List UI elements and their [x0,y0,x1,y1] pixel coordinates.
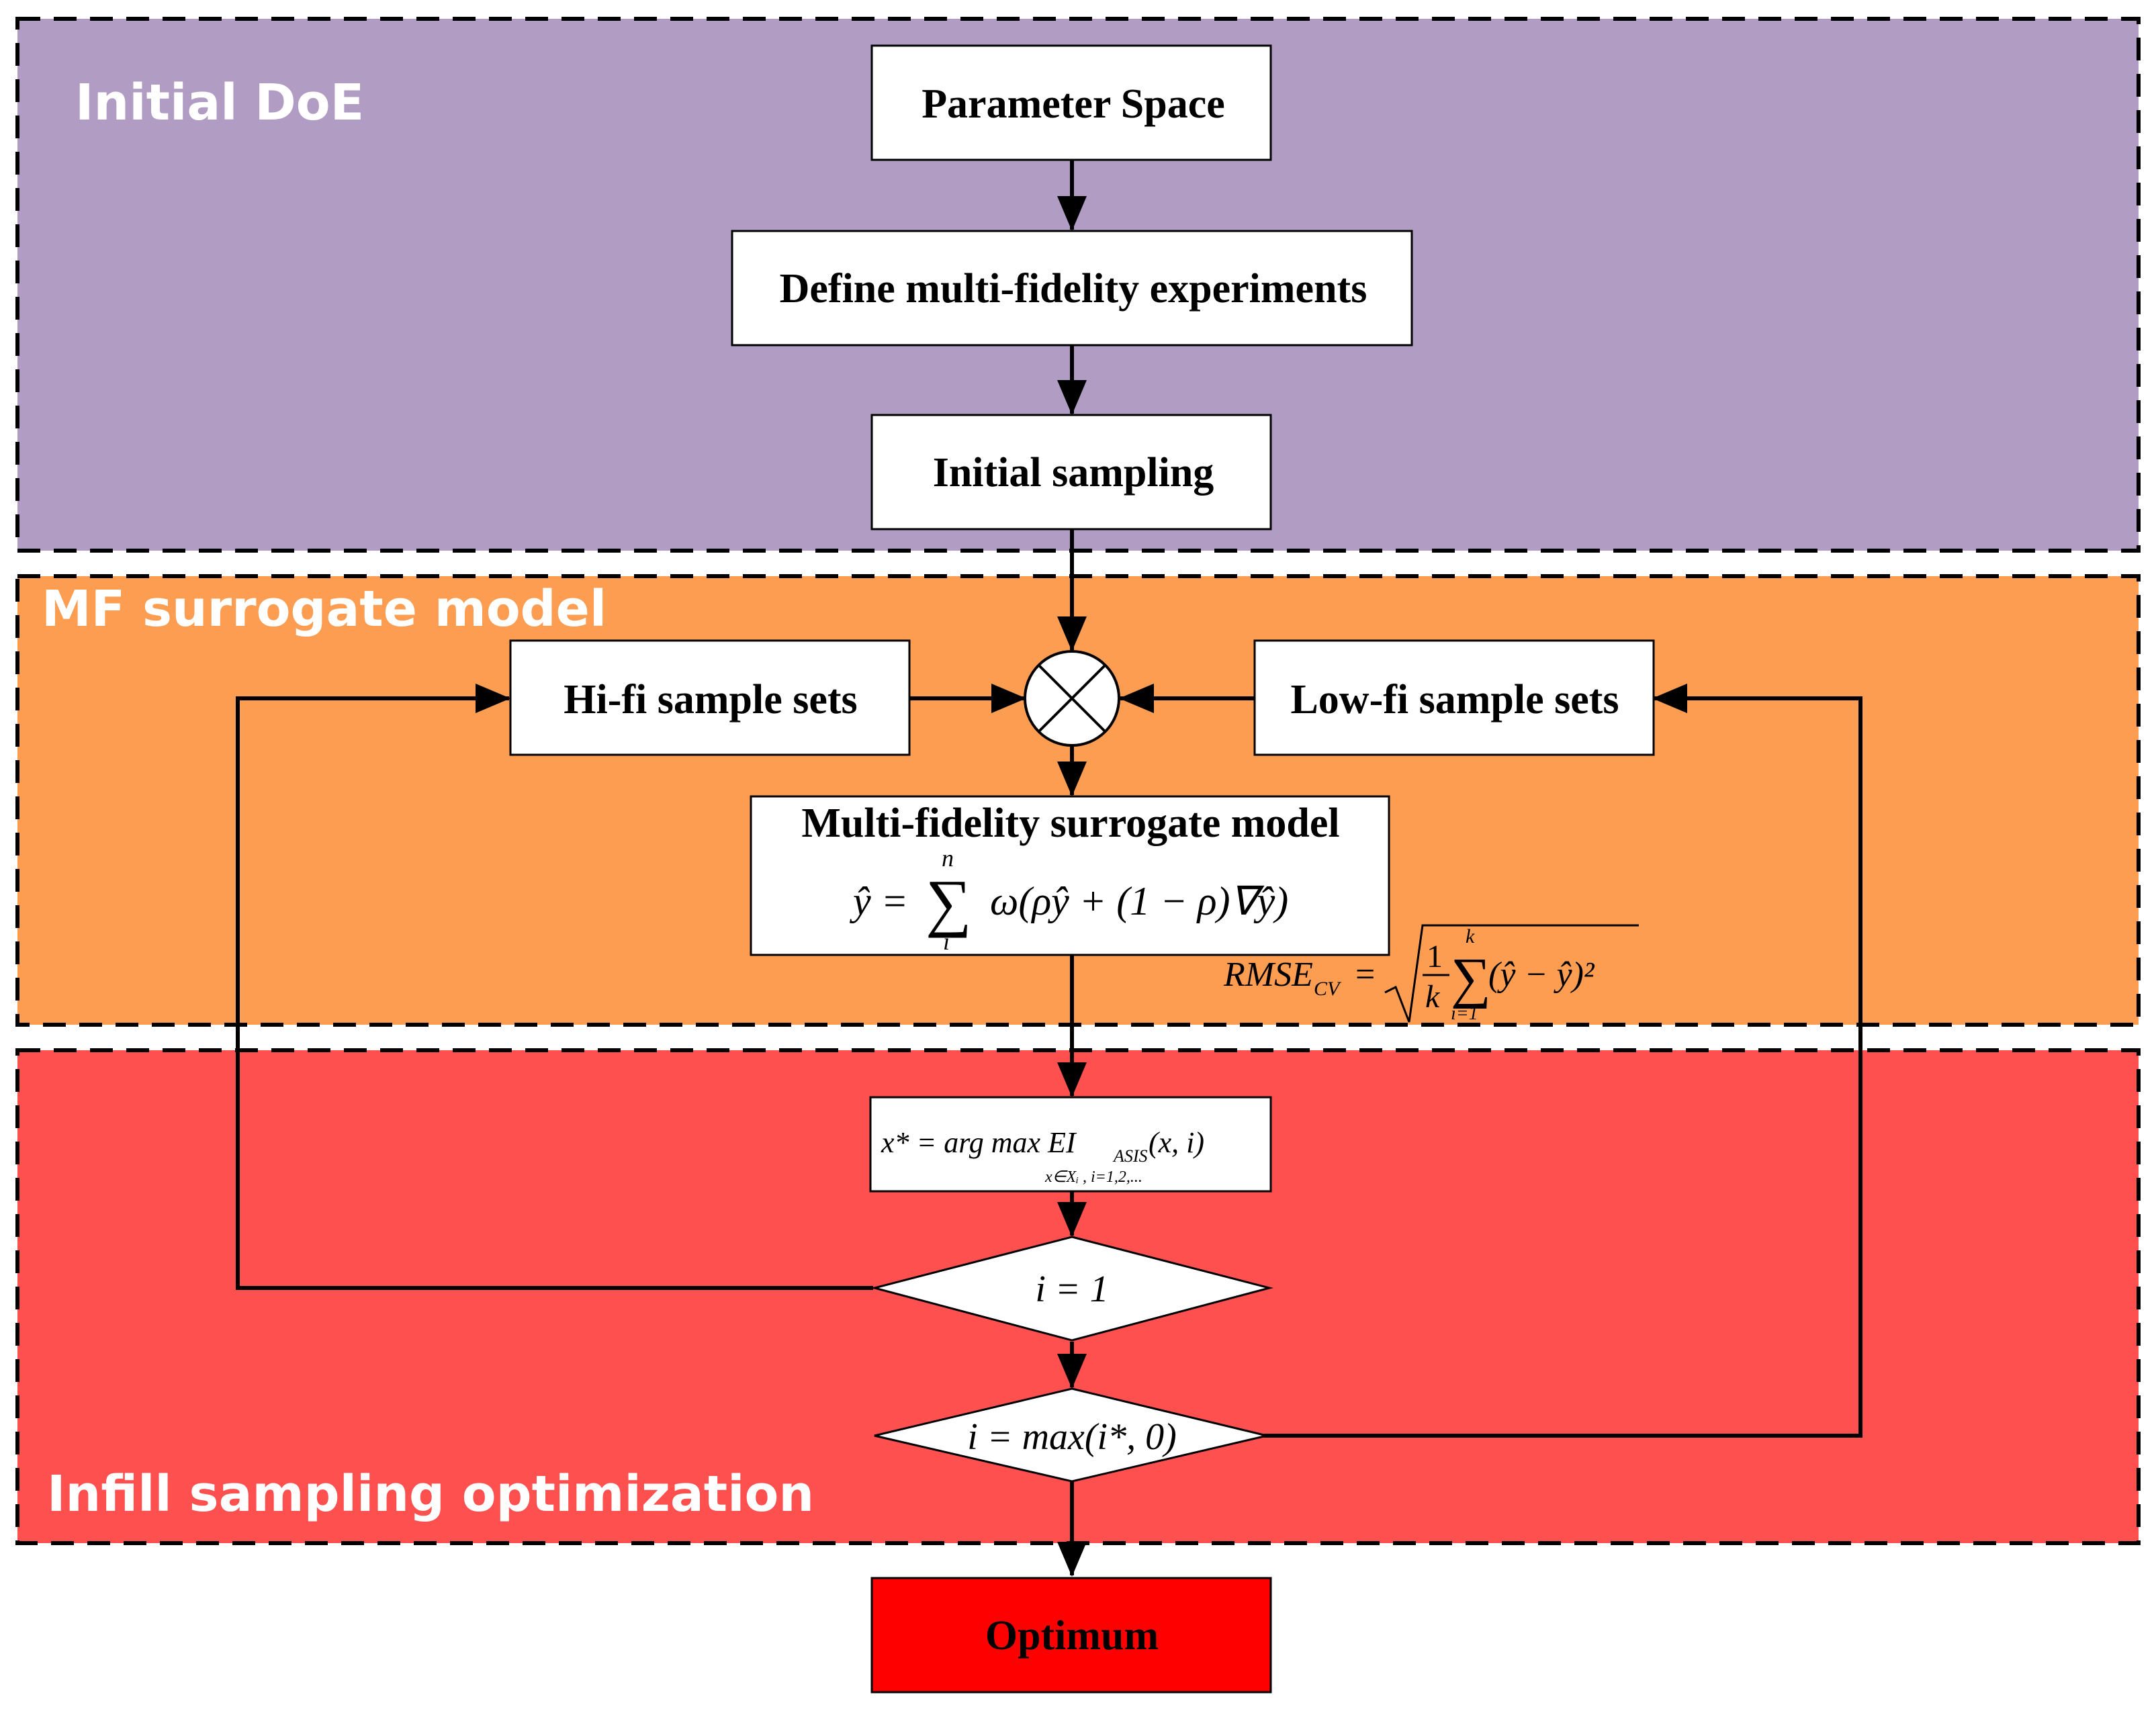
rmse-formula-frac-den: k [1425,979,1441,1015]
decision-i-max-label: i = max(i*, 0) [967,1416,1177,1458]
connectors [236,160,1862,1577]
region-infill-title: Infill sampling optimization [47,1465,814,1523]
node-hifi-sets-box [509,639,911,756]
summing-junction-icon [1024,650,1120,747]
node-lowfi-sets: Low-fi sample sets [1253,639,1655,756]
decision-i-max-shape [874,1387,1267,1483]
node-initial-sampling-box [870,414,1272,530]
infill-formula-under: x∈Xᵢ , i=1,2,... [1044,1168,1142,1186]
summing-junction-cross-b [1038,664,1106,733]
rmse-formula-equals: = [1355,956,1375,994]
surrogate-formula-body: ω(ρŷ + (1 − ρ)∇ŷ) [990,879,1288,923]
node-mf-model-title: Multi-fidelity surrogate model [801,800,1339,846]
node-infill-criterion: x* = arg max EI ASIS (x, i) x∈Xᵢ , i=1,2… [869,1096,1272,1193]
decision-i-max: i = max(i*, 0) [874,1387,1267,1483]
node-lowfi-sets-label: Low-fi sample sets [1290,677,1619,723]
loop-decision1-to-hifi [236,684,873,1290]
node-parameter-space: Parameter Space [870,44,1272,161]
rmse-formula-sum-lower: i=1 [1451,1003,1478,1024]
region-mf-model-title: MF surrogate model [42,580,607,638]
decision-i-equals-1-label: i = 1 [1035,1268,1108,1310]
node-optimum-label: Optimum [985,1613,1159,1659]
rmse-formula-sum-upper: k [1466,925,1475,947]
node-mf-model-box [750,795,1390,956]
infill-formula-lhs: x* = arg max EI [881,1126,1077,1159]
rmse-formula-root-sign [1384,924,1639,1023]
node-optimum-box [870,1577,1272,1694]
region-initial-doe-title: Initial DoE [75,74,364,132]
infill-formula-sub: ASIS [1112,1146,1148,1166]
loop-decision2-to-lowfi [1264,684,1862,1438]
rmse-formula: RMSE CV = 1 k ∑ k i=1 (ŷ − ŷ)² [1223,924,1639,1024]
surrogate-formula: ŷ = ∑ n i ω(ρŷ + (1 − ρ)∇ŷ) [849,845,1288,955]
node-hifi-sets: Hi-fi sample sets [509,639,911,756]
node-define-experiments: Define multi-fidelity experiments [731,230,1413,346]
node-infill-criterion-box [869,1096,1272,1193]
node-initial-sampling-label: Initial sampling [933,450,1214,496]
rmse-formula-lhs-sub: CV [1314,978,1342,1000]
rmse-formula-sum-sign: ∑ [1451,947,1491,1009]
node-define-experiments-box [731,230,1413,346]
node-mf-model: Multi-fidelity surrogate model ŷ = ∑ n i… [750,795,1390,956]
node-parameter-space-box [870,44,1272,161]
node-define-experiments-label: Define multi-fidelity experiments [780,266,1367,312]
rmse-formula-body: (ŷ − ŷ)² [1488,956,1595,994]
decision-i-equals-1-shape [870,1236,1273,1342]
surrogate-formula-sum-sign: ∑ [926,866,971,938]
decision-i-equals-1: i = 1 [870,1236,1273,1342]
infill-formula-body: (x, i) [1149,1126,1204,1159]
node-optimum: Optimum [870,1577,1272,1694]
node-parameter-space-label: Parameter Space [922,81,1225,127]
surrogate-formula-sum-upper: n [942,845,954,872]
rmse-formula-frac-num: 1 [1427,939,1443,974]
surrogate-formula-lhs: ŷ = [849,879,908,923]
node-hifi-sets-label: Hi-fi sample sets [564,677,857,723]
rmse-formula-lhs: RMSE [1223,956,1313,994]
node-initial-sampling: Initial sampling [870,414,1272,530]
node-lowfi-sets-box [1253,639,1655,756]
surrogate-formula-sum-lower: i [943,928,950,955]
